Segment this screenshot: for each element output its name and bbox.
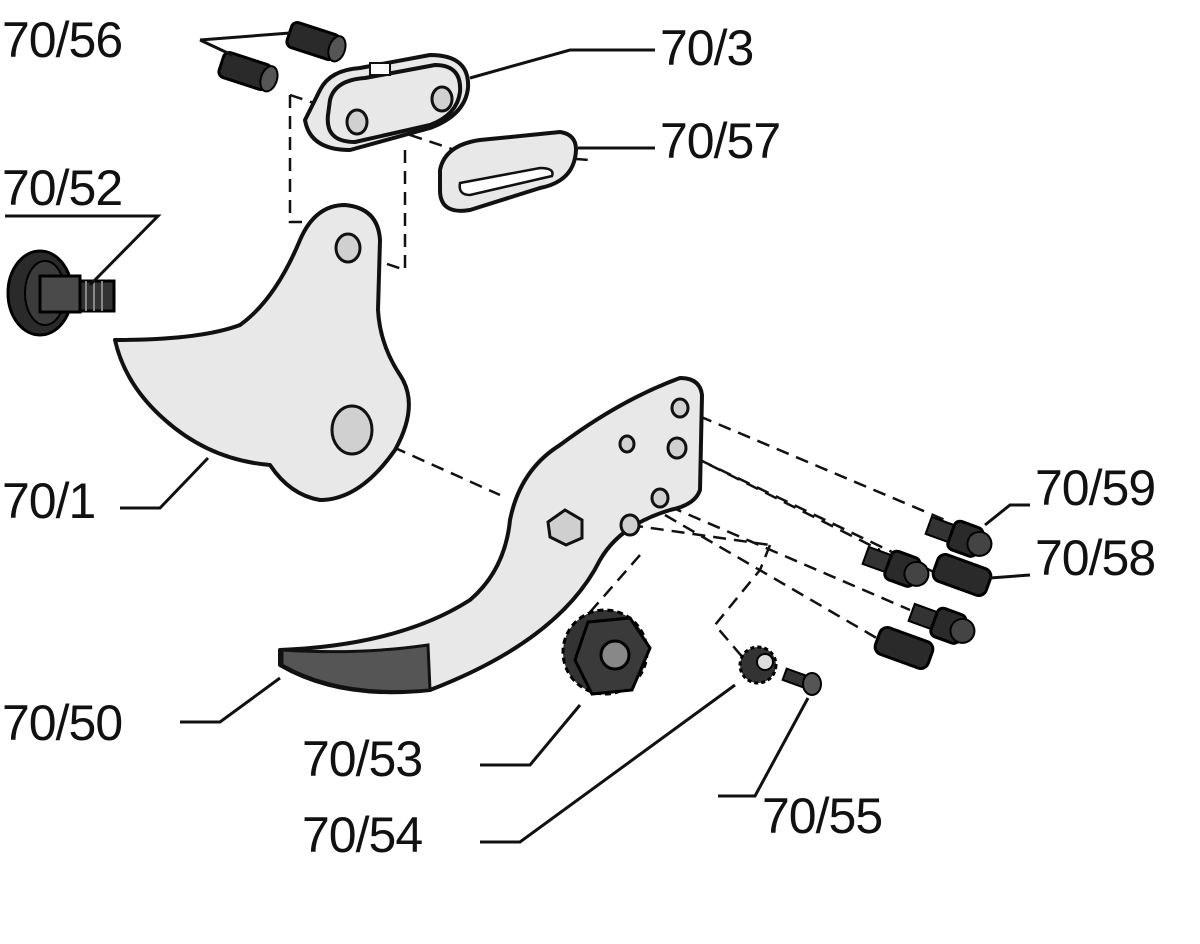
label-70-1: 70/1: [2, 473, 95, 529]
leader-lines: [5, 31, 1031, 844]
part-70-52-bolt: [6, 249, 116, 337]
label-70-59: 70/59: [1035, 460, 1155, 516]
label-70-52: 70/52: [2, 160, 122, 216]
part-70-59-screws: [861, 515, 993, 645]
label-70-58: 70/58: [1035, 530, 1155, 586]
label-70-50: 70/50: [2, 695, 122, 751]
part-70-54-adjuster: [738, 645, 778, 685]
label-70-56: 70/56: [2, 12, 122, 68]
label-70-53: 70/53: [302, 731, 422, 787]
label-70-54: 70/54: [302, 807, 422, 863]
part-labels: 70/56 70/3 70/57 70/52 70/1 70/59 70/58 …: [2, 12, 1156, 863]
part-70-1-anvil-blade: [113, 203, 411, 502]
part-70-57-spring-clip: [438, 130, 578, 213]
label-70-57: 70/57: [660, 113, 780, 169]
part-70-58-pins: [873, 553, 993, 670]
label-70-3: 70/3: [660, 20, 753, 76]
part-70-53-gear-nut: [561, 608, 652, 696]
part-70-50-cutting-blade: [278, 376, 704, 695]
part-70-55-screw: [781, 667, 822, 696]
part-70-56-pins: [217, 21, 347, 93]
label-70-55: 70/55: [762, 788, 882, 844]
part-70-3-link-plate: [303, 53, 471, 152]
